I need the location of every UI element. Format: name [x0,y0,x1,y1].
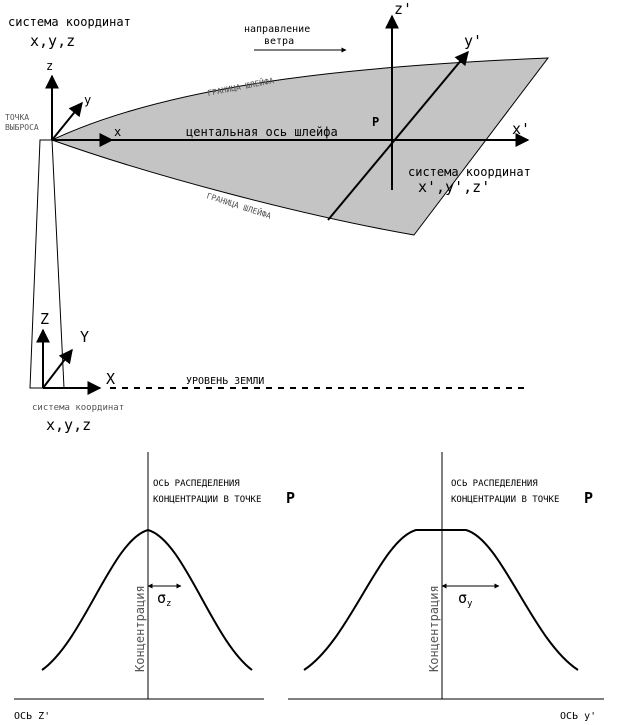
ground-axis-y-label: Y [80,328,89,346]
left-ordinate-label: Концентрация [133,585,147,672]
wind-label-1: направление [244,24,310,35]
axis-z-small-label: z [46,59,53,73]
ground-y-axis [42,348,73,389]
ground-level-label: УРОВЕНЬ ЗЕМЛИ [186,376,264,387]
p-coord-axes: x',y',z' [418,178,490,196]
right-ordinate-label: Концентрация [427,585,441,672]
wind-label-2: ветра [264,36,294,47]
centerline-label: центальная ось шлейфа [186,125,338,139]
release-point-label-2: ВЫБРОСА [5,123,39,132]
release-point-label-1: ТОЧКА [5,113,29,122]
left-caption-p: P [286,489,295,507]
left-gaussian-curve [41,528,253,671]
axis-x-small-label: x [114,125,121,139]
ground-coord-label: система координат [32,403,124,413]
axis-x-prime-label: x' [512,120,530,138]
stack [29,139,65,389]
ground-axis-z-label: Z [40,310,49,328]
ground-axis-x-label: X [106,370,115,388]
left-distribution-panel: ОСЬ РАСПЕДЕЛЕНИЯ КОНЦЕНТРАЦИИ В ТОЧКЕ P … [14,452,295,722]
source-coord-axes: x,y,z [30,32,75,50]
right-caption-1: ОСЬ РАСПЕДЕЛЕНИЯ [451,479,538,489]
axis-z-prime-label: z' [394,0,412,18]
point-p-label: P [372,115,379,129]
source-y-axis [51,101,83,141]
right-caption-p: P [584,489,593,507]
p-y-axis [327,50,469,221]
source-coord-label: система координат [8,15,131,29]
left-caption-1: ОСЬ РАСПЕДЕЛЕНИЯ [153,479,240,489]
right-caption-2: КОНЦЕНТРАЦИИ В ТОЧКЕ [451,495,559,505]
left-abscissa-label: ОСЬ Z' [14,711,50,722]
right-sigma-label: σy [458,589,473,609]
right-distribution-panel: ОСЬ РАСПЕДЕЛЕНИЯ КОНЦЕНТРАЦИИ В ТОЧКЕ P … [288,452,604,722]
right-gaussian-curve [303,529,579,671]
ground-coord-axes: x,y,z [46,416,91,434]
right-abscissa-label: ОСЬ y' [560,711,596,722]
axis-y-small-label: y [84,93,91,107]
plume-shape [50,57,550,236]
left-sigma-label: σz [157,589,171,609]
left-caption-2: КОНЦЕНТРАЦИИ В ТОЧКЕ [153,495,261,505]
axis-y-prime-label: y' [464,32,482,50]
p-coord-label: система координат [408,165,531,179]
